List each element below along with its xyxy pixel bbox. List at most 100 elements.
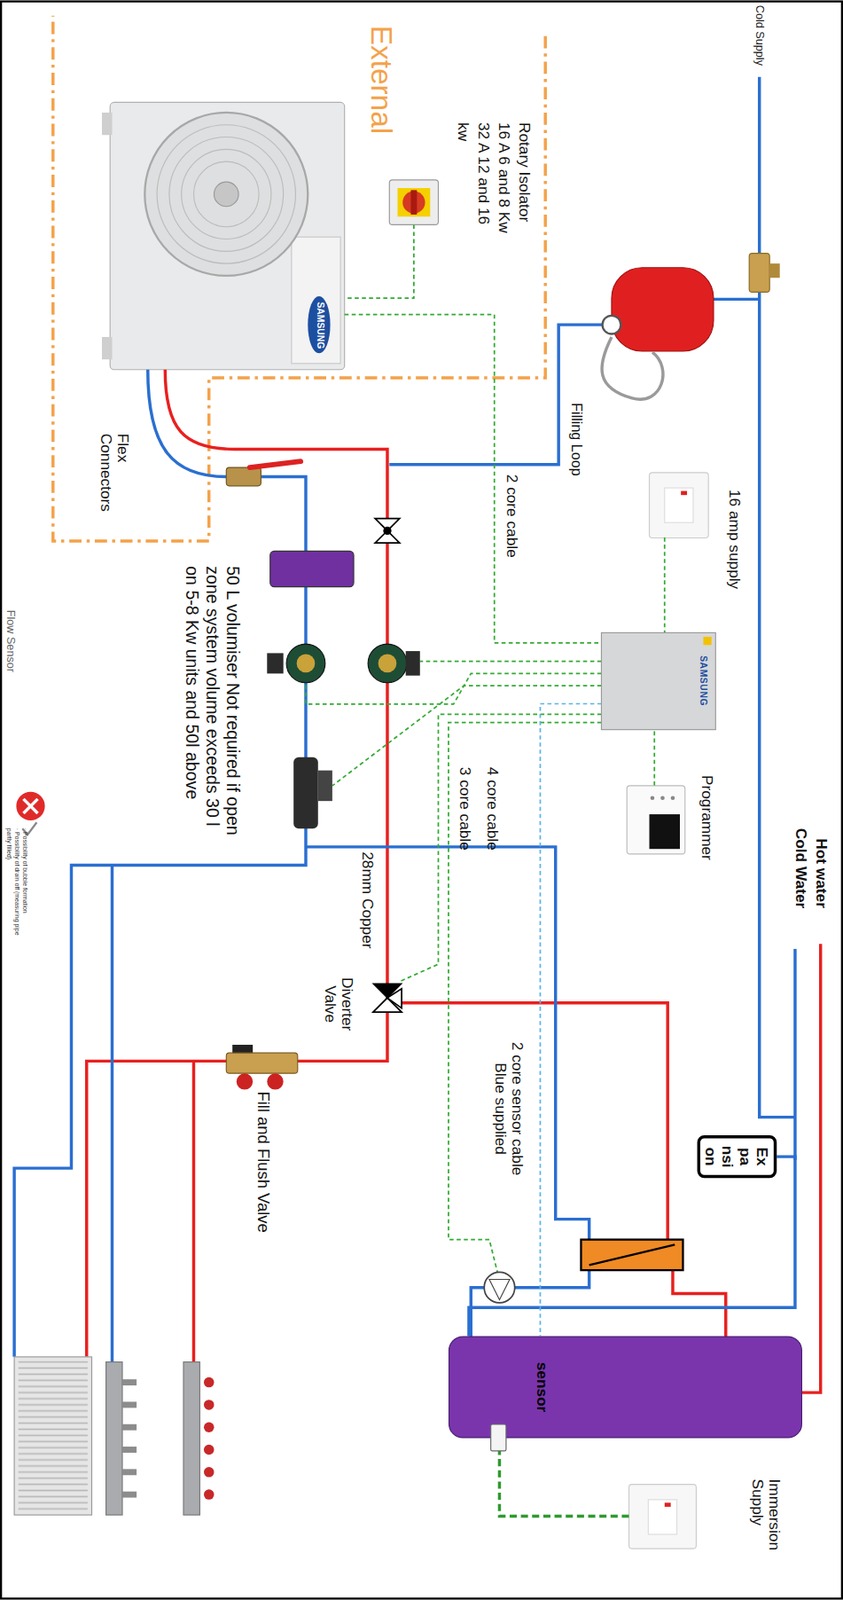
cable-label: 4 core cable	[483, 766, 502, 851]
logo-text: SAMSUNG	[313, 301, 326, 349]
fan-grille	[144, 112, 308, 276]
isolator-plate	[397, 187, 430, 217]
vessel-pipe	[713, 297, 760, 301]
cable-label: 2 core cable	[503, 474, 522, 558]
control-cable	[663, 537, 666, 633]
warning-note: · Possibility of bubble formation	[21, 827, 30, 951]
label-holder: Flex Connectors	[97, 433, 133, 531]
label-holder: · Possibility of drain off (measuring pi…	[5, 827, 22, 951]
switch-rocker	[664, 487, 694, 523]
control-box: SAMSUNG	[601, 632, 716, 729]
flow-pipe	[86, 369, 388, 1357]
volumiser	[270, 550, 354, 586]
programmer-button	[660, 795, 665, 800]
manifold-knob	[203, 1376, 214, 1387]
valve-body	[749, 253, 770, 293]
label-holder: 4 core cable	[483, 766, 502, 851]
cold-water-pipe	[793, 948, 797, 1160]
valve-dot	[382, 526, 391, 535]
wire	[344, 224, 414, 298]
manifold-knob	[203, 1444, 214, 1454]
label-holder: 2 core sensor cable Blue supplied	[491, 1031, 527, 1186]
manifold-port	[122, 1423, 137, 1430]
cable-label: 3 core cable	[456, 766, 475, 851]
box-text: sensor	[534, 1336, 553, 1437]
component-label: Fill and Flush Valve	[253, 1091, 273, 1233]
pump-face	[378, 654, 398, 673]
fan-hub	[213, 181, 239, 207]
cable-label: 2 core sensor cable Blue supplied	[491, 1031, 527, 1186]
node-heading: Immersion Supply	[749, 1478, 784, 1566]
power-switch: 16 amp supply	[649, 471, 710, 538]
valve-cap	[236, 1072, 253, 1089]
manifold-knob	[203, 1398, 214, 1409]
box-text: Ex pa nsi on	[702, 1139, 772, 1173]
fan-ring	[181, 148, 272, 239]
manifold-port	[122, 1378, 137, 1385]
manifold-port	[122, 1400, 137, 1407]
pump-body	[286, 643, 326, 683]
outdoor-unit	[101, 101, 345, 369]
control-wiring	[305, 224, 602, 1272]
label-holder: 28mm Copper	[359, 850, 378, 948]
valve-cap	[769, 263, 780, 278]
label-holder: Rotary Isolator 16 A 6 and 8 Kw 32 A 12 …	[453, 122, 536, 237]
check-valve	[374, 518, 400, 544]
cold-supply-pipe	[759, 77, 796, 1117]
valve-cap	[266, 1072, 283, 1089]
wire	[420, 660, 602, 663]
programmer-casing	[626, 785, 686, 854]
component-label: Diverter Valve	[321, 970, 357, 1038]
node-heading: Programmer	[699, 774, 718, 843]
sensor-head	[318, 770, 333, 801]
warning-sticker	[702, 636, 711, 645]
filling-pipe	[389, 324, 624, 465]
ball-valve	[226, 460, 301, 486]
manifold-bar	[106, 1361, 123, 1515]
fill-flush-valve	[226, 1044, 297, 1090]
wire	[305, 672, 602, 703]
pipe-label: Hot water	[813, 837, 832, 908]
pipe-label: Cold Supply	[753, 5, 767, 66]
sensor-body	[293, 757, 319, 828]
flow-sensor	[293, 757, 333, 828]
expansion-vessel	[601, 267, 714, 399]
fan-ring	[169, 137, 284, 252]
label-holder: Hot water	[813, 837, 832, 908]
control-cable	[653, 728, 656, 785]
flow-pipes	[86, 369, 821, 1392]
programmer-screen	[649, 813, 680, 849]
vessel-body	[611, 267, 714, 352]
fan-ring	[156, 124, 296, 264]
pressure-reducing-valve	[749, 253, 780, 293]
valve-body	[226, 1052, 297, 1073]
fan-ring	[193, 161, 259, 227]
unit-foot	[101, 336, 112, 360]
control-casing	[601, 632, 716, 729]
pump-triangle	[489, 1278, 510, 1299]
label-holder: Flow Sensor	[4, 609, 18, 672]
note-text: 50 L volumiser Not required if open zone…	[181, 565, 243, 836]
component-label: Filling Loop	[569, 402, 586, 476]
return-pipe	[305, 846, 590, 1240]
label-holder: 3 core cable	[456, 766, 475, 851]
immersion-switch: Immersion Supply	[629, 1483, 697, 1547]
pressure-gauge	[602, 315, 622, 335]
pump-terminal	[405, 650, 421, 676]
flow-pipe	[395, 1002, 668, 1240]
component-label: Rotary Isolator 16 A 6 and 8 Kw 32 A 12 …	[453, 122, 536, 237]
exchanger-body	[580, 1239, 683, 1270]
component-label: Flow Sensor	[4, 609, 18, 672]
region-title: External	[364, 25, 399, 134]
manifold-port	[122, 1467, 137, 1475]
circulating-pump	[367, 643, 421, 683]
manifold-knob	[203, 1488, 214, 1499]
radiator-fins	[18, 1359, 88, 1510]
return-pipe	[14, 476, 306, 1356]
pipe-label: 28mm Copper	[359, 850, 378, 948]
sensor-cable	[539, 703, 602, 1336]
manifold-knob	[203, 1420, 214, 1431]
unit-foot	[101, 112, 112, 135]
pipe-label: Cold Water	[793, 827, 812, 908]
flow-pipe	[672, 1269, 726, 1337]
